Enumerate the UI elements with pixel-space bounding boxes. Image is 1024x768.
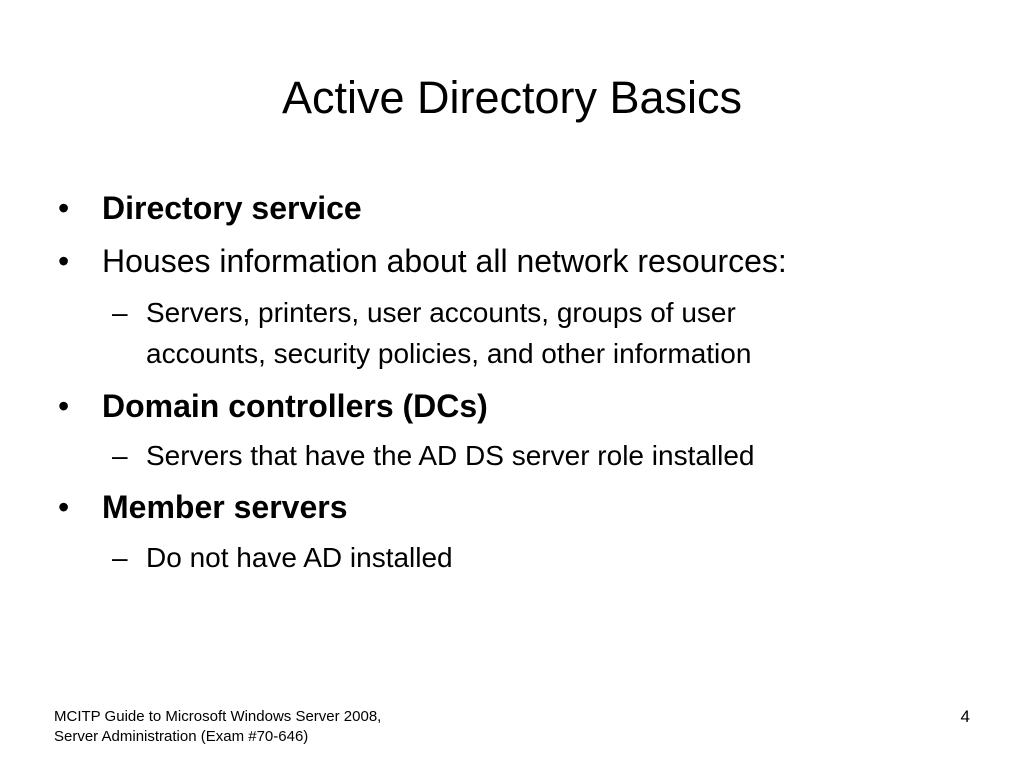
- footer-course-title: MCITP Guide to Microsoft Windows Server …: [54, 707, 381, 747]
- bullet-marker: •: [58, 388, 70, 424]
- sub-bullet-text: Servers that have the AD DS server role …: [146, 440, 755, 471]
- page-number: 4: [960, 707, 970, 726]
- bullet-marker: •: [58, 489, 70, 525]
- slide-title: Active Directory Basics: [281, 72, 743, 123]
- bullet-text: Domain controllers (DCs): [102, 388, 488, 424]
- bullet-text: Member servers: [102, 489, 348, 525]
- bullet-marker: •: [58, 190, 70, 226]
- footer-line-1: MCITP Guide to Microsoft Windows Server …: [54, 708, 382, 725]
- bullet-marker: •: [58, 243, 70, 279]
- dash-marker: –: [112, 297, 128, 328]
- bullet-text: Directory service: [102, 190, 362, 226]
- bullet-text: Houses information about all network res…: [102, 243, 787, 279]
- sub-bullet-text: accounts, security policies, and other i…: [146, 338, 752, 369]
- sub-bullet-text: Do not have AD installed: [146, 542, 453, 573]
- dash-marker: –: [112, 542, 128, 573]
- sub-bullet-text: Servers, printers, user accounts, groups…: [146, 297, 736, 328]
- dash-marker: –: [112, 440, 128, 471]
- footer-line-2: Server Administration (Exam #70-646): [54, 728, 309, 745]
